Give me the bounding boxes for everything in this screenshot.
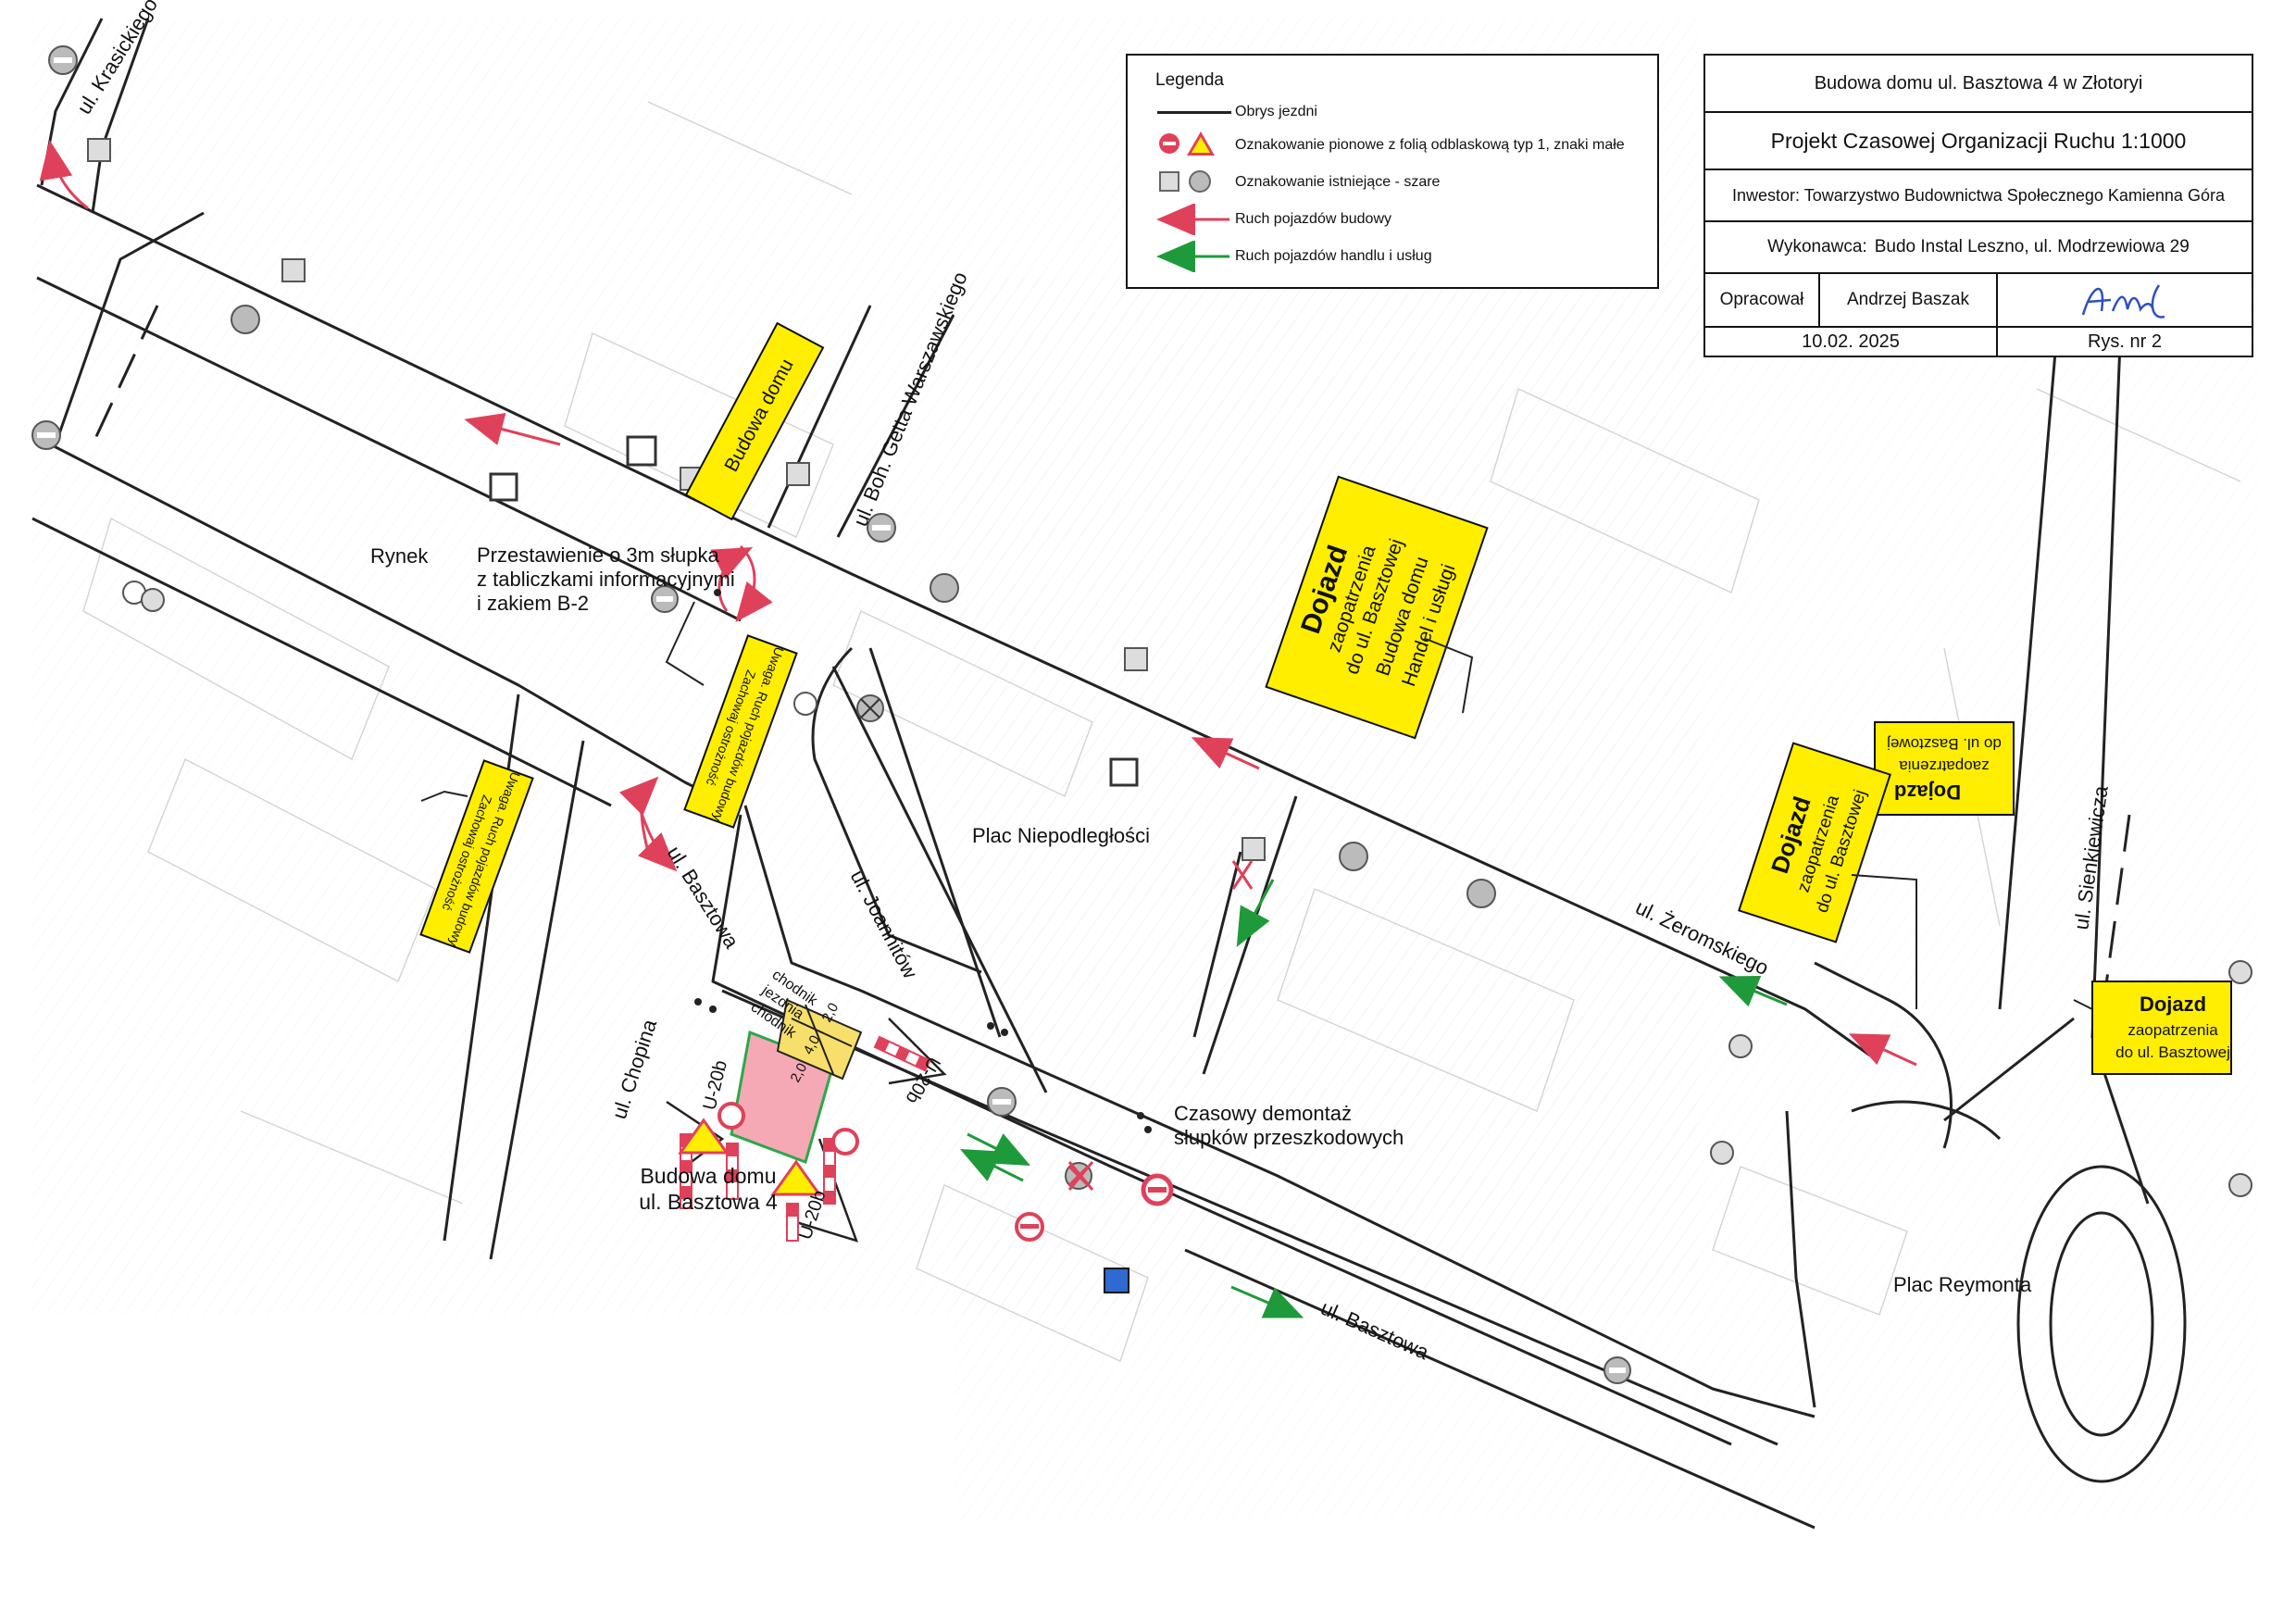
no-entry-sign-icon: [987, 1087, 1017, 1117]
red-arrow-icon: [1155, 203, 1235, 236]
place-label: Rynek: [370, 544, 429, 568]
site-warning-sign-icon: [678, 1118, 822, 1196]
yellow-sign-head: Dojazd: [1894, 781, 1961, 804]
yellow-sign-line: do ul. Basztowej: [2115, 1043, 2230, 1061]
traffic-signs: [31, 45, 2252, 1384]
road-outline-icon: [1155, 96, 1235, 128]
u-turn-sign-icon: [1339, 842, 1368, 871]
legend-item-vertical: Oznakowanie pionowe z folią odblaskową t…: [1155, 130, 1625, 161]
sign-leader-lines: [420, 601, 2093, 1010]
legend-title: Legenda: [1155, 70, 1224, 90]
prepared-label: Opracował: [1705, 274, 1820, 326]
site-label: ul. Basztowa 4: [639, 1190, 778, 1214]
contractor-label: Wykonawca:: [1767, 237, 1867, 256]
relocation-note: i zakiem B-2: [477, 592, 589, 615]
contractor: Budo Instal Leszno, ul. Modrzewiowa 29: [1874, 237, 2190, 256]
relocation-note: Przestawienie o 3m słupka: [477, 543, 719, 567]
no-entry-sign-icon: [48, 45, 78, 75]
legend-item-outline: Obrys jezdni: [1155, 96, 1317, 128]
yellow-sign-budowa-domu: Budowa domu: [684, 321, 825, 521]
dismantle-note: słupków przeszkodowych: [1174, 1126, 1404, 1149]
no-entry-sign-icon: [1603, 1356, 1631, 1384]
investor: Inwestor: Towarzystwo Budownictwa Społec…: [1705, 170, 2252, 222]
prepared-by: Andrzej Baszak: [1820, 274, 1998, 326]
legend-item-trade: Ruch pojazdów handlu i usług: [1155, 240, 1432, 273]
site-label: Budowa domu: [640, 1164, 776, 1188]
project-name: Budowa domu ul. Basztowa 4 w Złotoryi: [1705, 56, 2252, 113]
clock-sign-icon: [930, 573, 959, 603]
construction-site-area: [666, 998, 947, 1243]
crossed-out-sign-icon: [1067, 860, 1254, 1191]
signature-image: [2081, 284, 2165, 319]
existing-sign-icon: [122, 581, 2252, 1197]
yellow-sign-line: zaopatrzenia: [1899, 757, 1990, 775]
date: 10.02. 2025: [1705, 326, 1998, 356]
no-entry-sign-icon: [1159, 133, 1179, 154]
drawing-title: Projekt Czasowej Organizacji Ruchu 1:100…: [1705, 113, 2252, 170]
parking-sign-icon: [489, 435, 1139, 787]
trade-traffic-arrows: [959, 879, 1788, 1318]
legend-label: Ruch pojazdów budowy: [1235, 211, 1391, 227]
yellow-sign-line: zaopatrzenia: [2128, 1021, 2218, 1039]
legend-item-construction: Ruch pojazdów budowy: [1155, 203, 1391, 236]
no-entry-sign-icon: [867, 513, 896, 543]
yellow-sign-dojazd-rotated: Dojazd zaopatrzenia do ul. Basztowej: [1874, 721, 2015, 816]
site-no-entry-sign-icon: [718, 1102, 859, 1156]
legend-label: Oznakowanie pionowe z folią odblaskową t…: [1235, 137, 1625, 153]
u-turn-sign-icon: [1466, 879, 1496, 908]
sheet-number: Rys. nr 2: [1998, 326, 2252, 356]
legend-label: Oznakowanie istniejące - szare: [1235, 174, 1441, 190]
green-arrow-icon: [1155, 240, 1235, 273]
one-way-sign-icon: [1104, 1268, 1129, 1293]
no-entry-sign-icon: [651, 585, 679, 613]
no-entry-sign-icon: [1015, 1212, 1044, 1242]
relocation-note: z tabliczkami informacyjnymi: [477, 568, 735, 591]
no-stopping-sign-icon: [856, 694, 884, 722]
legend-box: Legenda Obrys jezdni Oznakowanie pionowe…: [1126, 54, 1659, 289]
construction-traffic-arrows: [39, 140, 1917, 1067]
no-entry-sign-icon: [1141, 1173, 1174, 1206]
u-turn-sign-icon: [231, 305, 260, 334]
legend-item-existing: Oznakowanie istniejące - szare: [1155, 167, 1440, 198]
yellow-sign-dojazd-right: Dojazd zaopatrzenia do ul. Basztowej: [2091, 981, 2232, 1075]
yellow-sign-line: do ul. Basztowej: [1887, 735, 2002, 753]
title-block: Budowa domu ul. Basztowa 4 w Złotoryi Pr…: [1703, 54, 2253, 357]
dismantle-note: Czasowy demontaż: [1174, 1102, 1352, 1125]
yellow-sign-head: Dojazd: [2140, 993, 2206, 1016]
yellow-sign-dojazd-main: Dojazd zaopatrzenia do ul. Basztowej Bud…: [1265, 475, 1489, 740]
legend-label: Obrys jezdni: [1235, 104, 1317, 119]
no-stopping-sign-icon: [1189, 170, 1211, 193]
legend-label: Ruch pojazdów handlu i usług: [1235, 248, 1432, 264]
contractor-row: Wykonawca: Budo Instal Leszno, ul. Modrz…: [1705, 222, 2252, 274]
utility-post-icon: [694, 589, 1152, 1133]
signature: [1998, 274, 2252, 326]
no-entry-sign-icon: [31, 420, 61, 450]
place-label: Plac Niepodległości: [972, 824, 1150, 847]
pedestrian-crossing-sign-icon: [1159, 171, 1179, 192]
road-works-sign-icon: [1187, 131, 1215, 156]
place-label: Plac Reymonta: [1893, 1273, 2032, 1296]
